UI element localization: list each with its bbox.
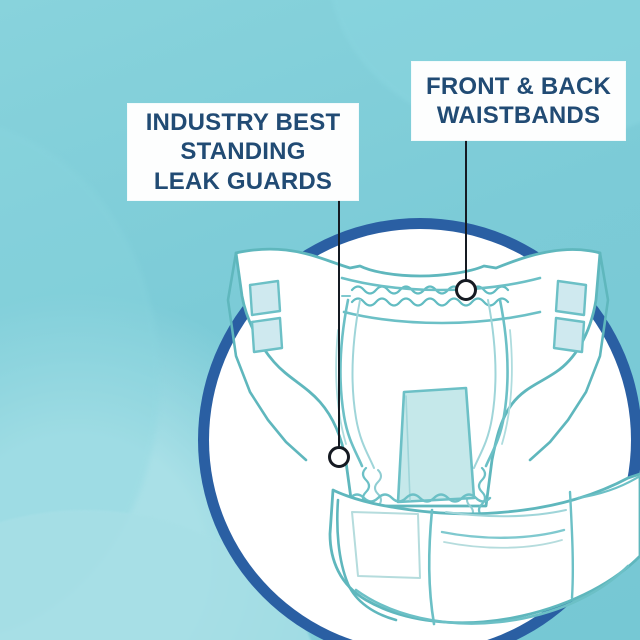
callout-label-leak-guards-text: INDUSTRY BEST STANDING LEAK GUARDS (145, 109, 341, 195)
leader-line-waistbands (465, 140, 467, 286)
callout-dot-leak-guards (328, 446, 350, 468)
callout-label-waistbands-text: FRONT & BACK WAISTBANDS (425, 72, 612, 129)
callout-dot-waistbands (455, 279, 477, 301)
callout-label-waistbands: FRONT & BACK WAISTBANDS (412, 62, 625, 140)
product-circle-fill (209, 229, 631, 640)
callout-label-leak-guards: INDUSTRY BEST STANDING LEAK GUARDS (128, 104, 358, 200)
product-circle (198, 218, 640, 640)
leader-line-leak-guards (338, 200, 340, 452)
